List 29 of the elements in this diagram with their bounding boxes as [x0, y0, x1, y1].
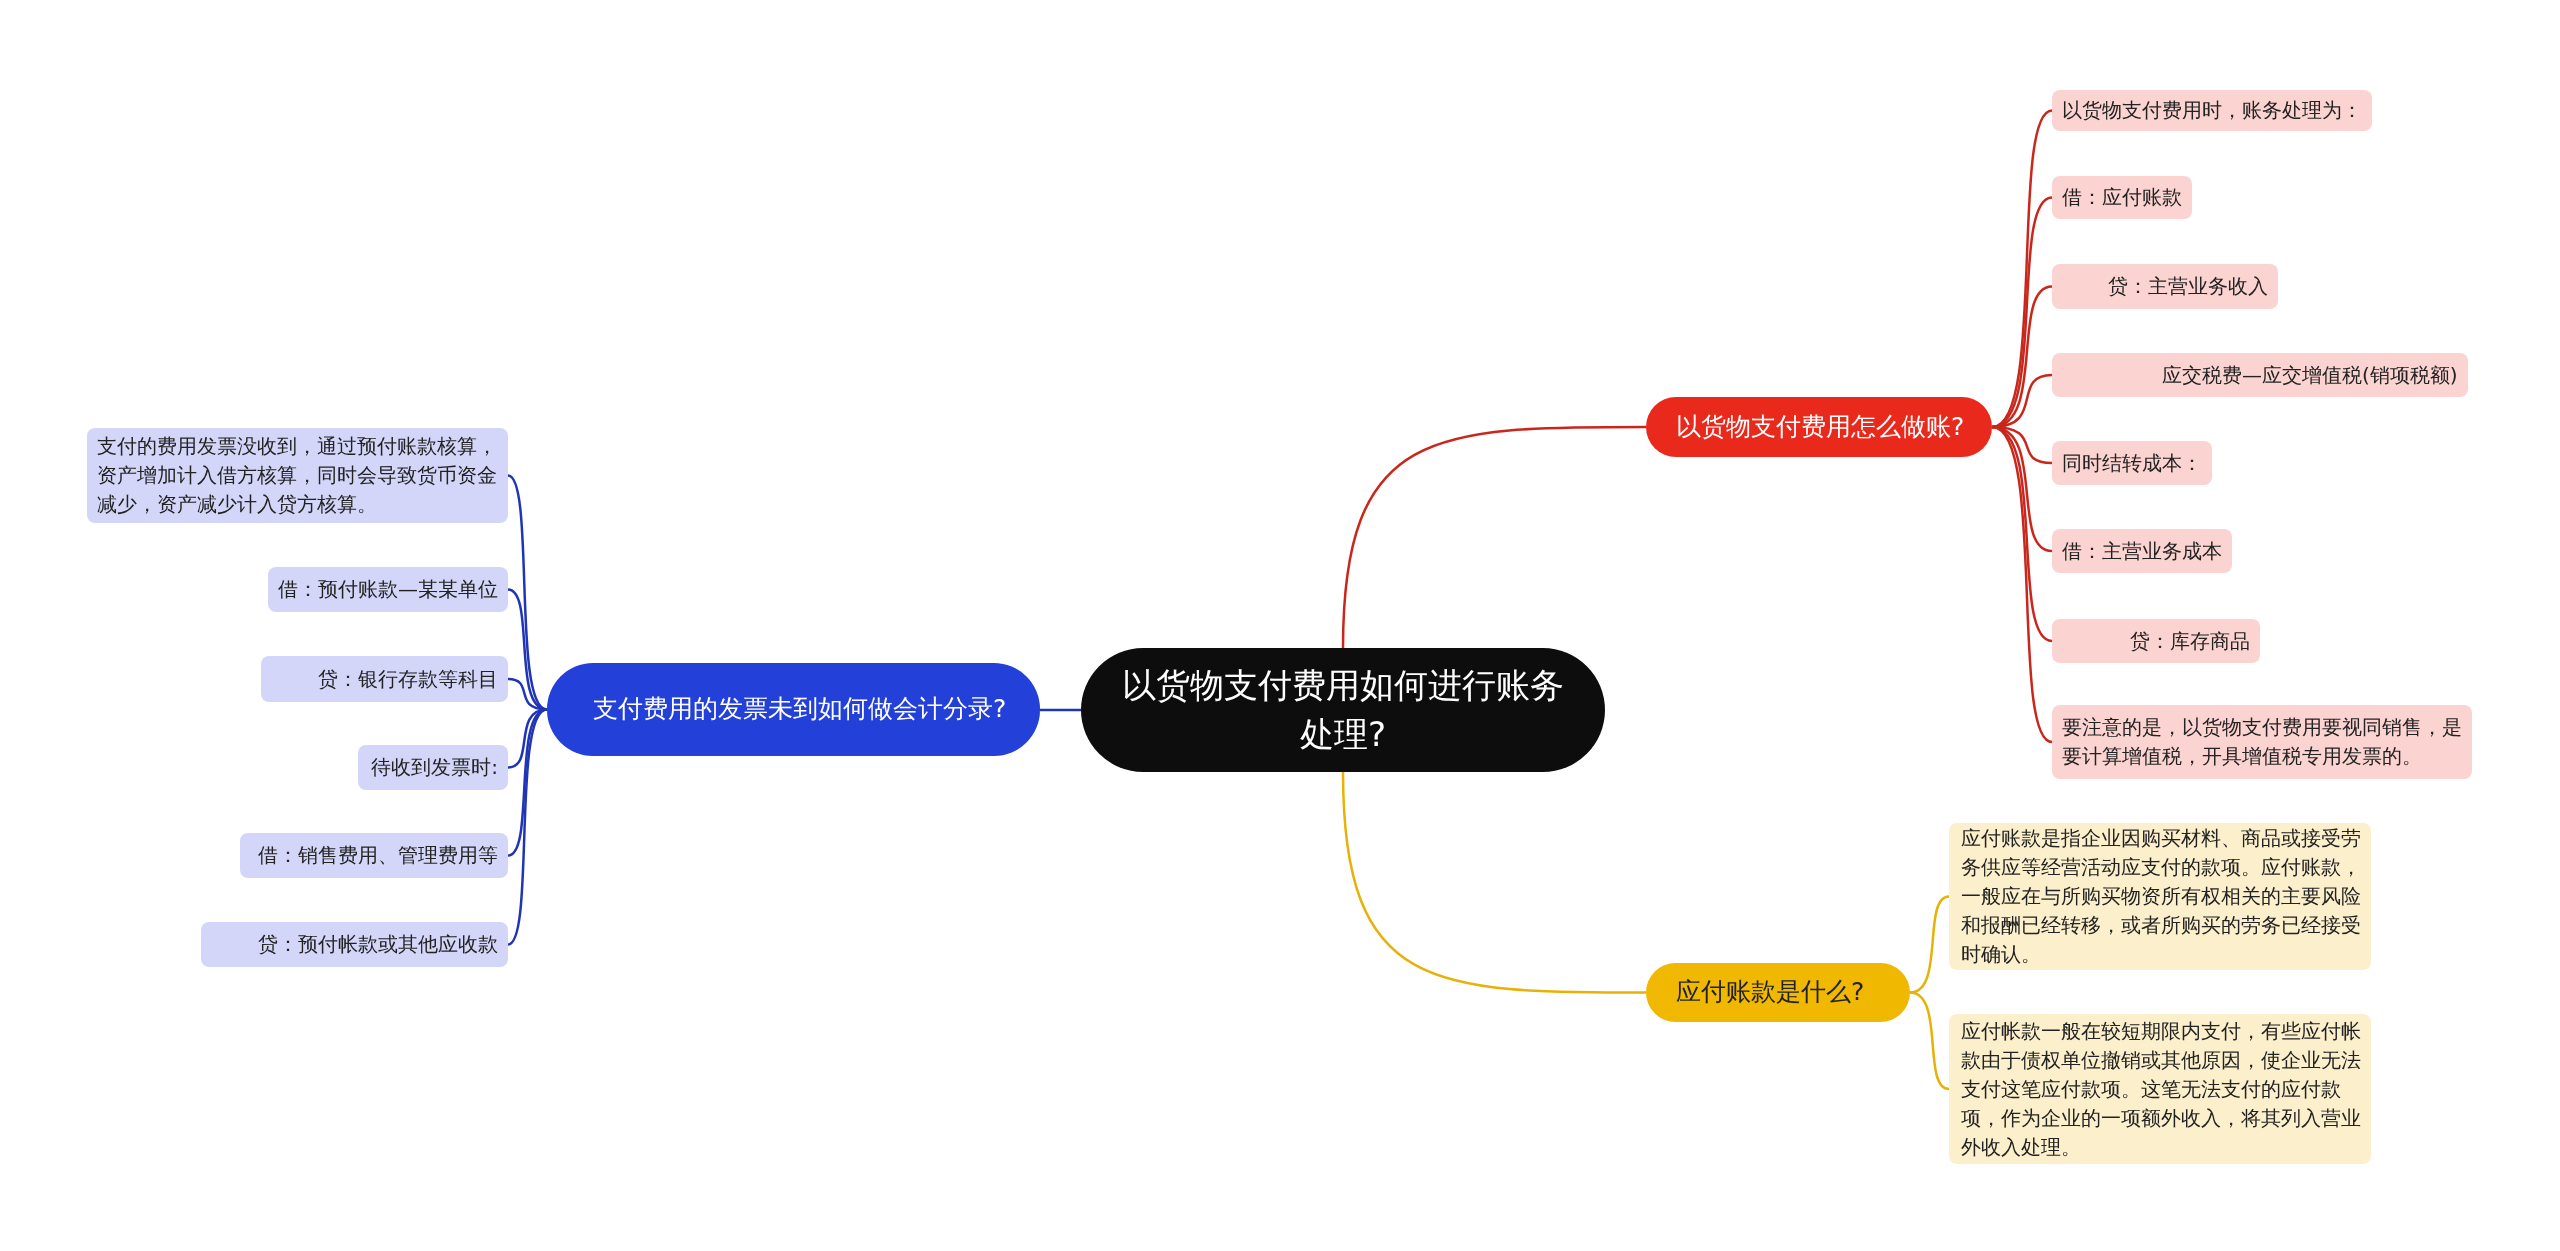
note-box: 同时结转成本： [2052, 441, 2212, 485]
note-box: 贷：预付帐款或其他应收款 [201, 922, 508, 967]
note-box: 支付的费用发票没收到，通过预付账款核算，资产增加计入借方核算，同时会导致货币资金减少，资产减少计入贷方核算。 [87, 428, 508, 523]
note-box: 借：应付账款 [2052, 176, 2192, 219]
note-box: 应交税费—应交增值税(销项税额) [2052, 353, 2468, 397]
note-box: 贷：库存商品 [2052, 619, 2260, 663]
connector-line [507, 708, 548, 946]
connector-line [1991, 109, 2053, 429]
note-box: 待收到发票时: [358, 745, 508, 790]
note-box: 以货物支付费用时，账务处理为： [2052, 90, 2372, 131]
note-box: 要注意的是，以货物支付费用要视同销售，是要计算增值税，开具增值税专用发票的。 [2052, 705, 2472, 779]
note-box: 借：销售费用、管理费用等 [240, 833, 508, 878]
note-box: 贷：银行存款等科目 [261, 656, 508, 702]
topic-box: 以货物支付费用怎么做账? [1646, 397, 1992, 457]
note-box: 应付帐款一般在较短期限内支付，有些应付帐款由于债权单位撤销或其他原因，使企业无法支付这笔应付款项。这笔无法支付的应付款项，作为企业的一项额外收入，将其列入营业外收入处理。 [1949, 1014, 2371, 1164]
central-topic: 以货物支付费用如何进行账务处理? [1081, 648, 1605, 772]
note-box: 贷：主营业务收入 [2052, 264, 2278, 309]
connector-line [1909, 991, 1950, 1091]
connector-line [1341, 771, 1646, 994]
note-box: 借：主营业务成本 [2052, 529, 2232, 573]
note-box: 借：预付账款—某某单位 [268, 567, 508, 612]
note-box: 应付账款是指企业因购买材料、商品或接受劳务供应等经营活动应支付的款项。应付账款，一般应在与所购买物资所有权相关的主要风险和报酬已经转移，或者所购买的劳务已经接受时确认。 [1949, 823, 2371, 970]
connector-line [1991, 196, 2053, 429]
topic-box: 支付费用的发票未到如何做会计分录? [547, 663, 1040, 756]
connector-line [1341, 425, 1646, 649]
topic-box: 应付账款是什么? [1646, 963, 1910, 1022]
connector-line [1040, 708, 1081, 712]
connector-line [1991, 425, 2053, 744]
connector-line [507, 708, 548, 857]
